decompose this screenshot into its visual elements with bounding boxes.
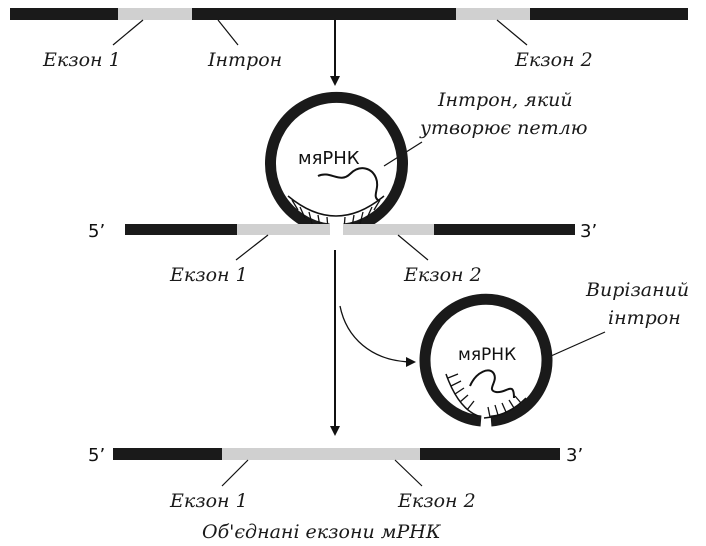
exon1-bottom-label: Екзон 1 <box>169 490 248 512</box>
exon2-mid-label: Екзон 2 <box>403 264 482 286</box>
mid-exon2 <box>343 224 434 235</box>
snrna-ladder <box>287 195 385 230</box>
middle-strand <box>125 224 575 235</box>
joined-exons-caption: Об'єднані екзони мРНК <box>202 521 442 543</box>
excised-intron-line1: Вирізаний <box>585 279 689 301</box>
mid-exon1 <box>237 224 330 235</box>
leader-excised-intron <box>541 331 606 361</box>
bottom-left-dark <box>113 448 222 460</box>
intron-segment-right <box>530 8 688 20</box>
excised-snrna-ladder <box>445 373 527 419</box>
lariat-loop: мяРНК <box>265 91 408 235</box>
intron-segment-left <box>10 8 118 20</box>
excised-ring <box>419 293 553 427</box>
leader-exon1-bottom <box>221 459 249 487</box>
loop-snrna-label: мяРНК <box>298 148 360 169</box>
leader-exon2-mid <box>397 234 429 261</box>
mid-left-dark <box>125 224 237 235</box>
excised-intron-line2: інтрон <box>608 307 681 329</box>
pre-mrna-strand <box>10 8 688 20</box>
snrna-strand <box>317 167 379 201</box>
excised-lariat: мяРНК <box>419 293 553 427</box>
bottom-right-dark <box>420 448 560 460</box>
leader-intron-top <box>217 19 239 46</box>
exon2-segment <box>456 8 530 20</box>
leader-exon2-top <box>496 19 528 46</box>
mid-right-dark <box>434 224 575 235</box>
excised-snrna-strand <box>469 369 515 399</box>
mid-five-prime: 5’ <box>88 221 105 242</box>
exon1-top-label: Екзон 1 <box>42 49 121 71</box>
loop-intron-label-line1: Інтрон, який <box>437 89 573 111</box>
bottom-three-prime: 3’ <box>566 445 583 466</box>
intron-top-label: Інтрон <box>207 49 282 71</box>
bottom-five-prime: 5’ <box>88 445 105 466</box>
exon2-bottom-label: Екзон 2 <box>397 490 476 512</box>
bottom-exons <box>222 448 420 460</box>
exon1-mid-label: Екзон 1 <box>169 264 248 286</box>
arrow-branch <box>339 305 416 367</box>
exon2-top-label: Екзон 2 <box>514 49 593 71</box>
excised-snrna-label: мяРНК <box>458 345 516 365</box>
leader-exon2-bottom <box>394 459 423 487</box>
leader-exon1-top <box>112 19 144 46</box>
lariat-ring <box>265 91 408 235</box>
loop-intron-label-line2: утворює петлю <box>419 117 587 139</box>
mature-mrna-strand <box>113 448 560 460</box>
intron-segment-middle <box>192 8 456 20</box>
leader-exon1-mid <box>235 234 269 261</box>
exon1-segment <box>118 8 192 20</box>
mid-three-prime: 3’ <box>580 221 597 242</box>
